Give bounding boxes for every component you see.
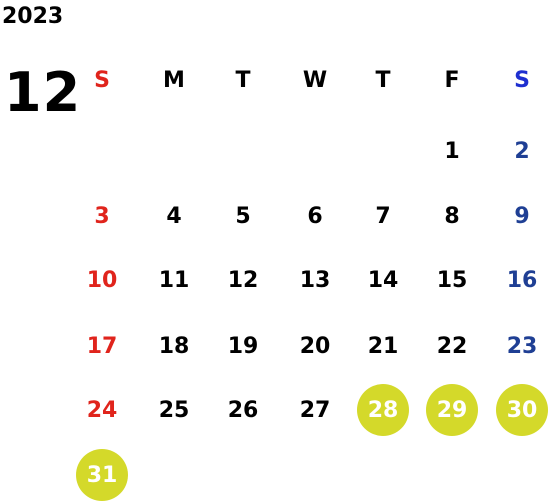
day-cell[interactable]: 13 [299,267,331,293]
day-cell-highlighted[interactable]: 31 [76,449,128,501]
day-cell[interactable]: 7 [375,203,391,229]
day-cell[interactable]: 12 [227,267,259,293]
weekday-header: M [163,67,185,93]
weekday-header: F [444,67,460,93]
day-cell[interactable]: 14 [367,267,399,293]
day-cell-highlighted[interactable]: 28 [357,384,409,436]
weekday-header: T [375,67,391,93]
weekday-header: S [94,67,110,93]
day-cell[interactable]: 3 [94,203,110,229]
year-label: 2023 [2,4,64,29]
day-cell[interactable]: 17 [86,333,118,359]
day-cell[interactable]: 8 [444,203,460,229]
day-cell[interactable]: 11 [158,267,190,293]
day-cell[interactable]: 10 [86,267,118,293]
day-cell[interactable]: 9 [514,203,530,229]
day-cell[interactable]: 4 [166,203,182,229]
day-cell-highlighted[interactable]: 30 [496,384,548,436]
day-cell[interactable]: 24 [86,397,118,423]
day-cell[interactable]: 5 [235,203,251,229]
day-cell[interactable]: 21 [367,333,399,359]
day-cell[interactable]: 20 [299,333,331,359]
weekday-header: W [302,67,328,93]
day-cell[interactable]: 26 [227,397,259,423]
day-cell[interactable]: 19 [227,333,259,359]
day-cell[interactable]: 1 [444,138,460,164]
day-cell[interactable]: 18 [158,333,190,359]
day-cell[interactable]: 22 [436,333,468,359]
day-cell[interactable]: 6 [307,203,323,229]
month-label: 12 [4,61,82,124]
day-cell[interactable]: 27 [299,397,331,423]
day-cell[interactable]: 25 [158,397,190,423]
day-cell-highlighted[interactable]: 29 [426,384,478,436]
day-cell[interactable]: 16 [506,267,538,293]
weekday-header: S [514,67,530,93]
day-cell[interactable]: 2 [514,138,530,164]
day-cell[interactable]: 23 [506,333,538,359]
day-cell[interactable]: 15 [436,267,468,293]
weekday-header: T [235,67,251,93]
